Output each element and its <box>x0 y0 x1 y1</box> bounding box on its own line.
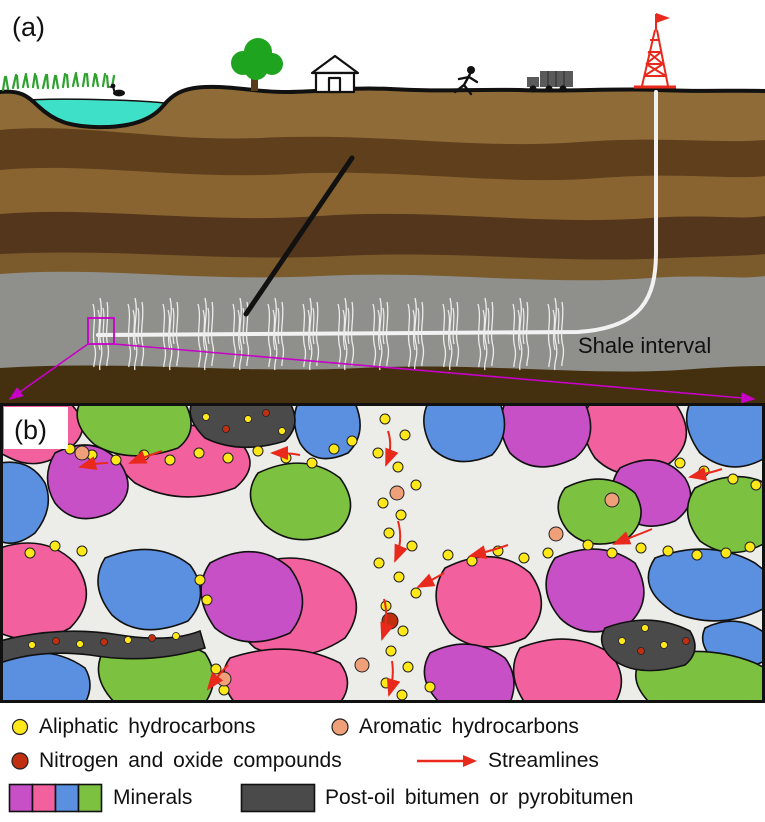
strata-layers <box>0 86 765 403</box>
truck-icon <box>527 71 573 93</box>
fault-line <box>243 155 355 317</box>
legend-item-streamlines: Streamlines <box>415 749 599 773</box>
panel-b-label: (b) <box>14 415 47 445</box>
streamline-arrows <box>78 430 723 697</box>
house-icon <box>310 54 360 94</box>
legend-item-nitrogen: Nitrogen and oxide compounds <box>10 749 342 773</box>
streamline-arrow-icon <box>417 755 477 767</box>
bitumen-label: Post-oil bitumen or pyrobitumen <box>325 786 634 809</box>
aliphatic-label: Aliphatic hydrocarbons <box>39 715 256 738</box>
aromatic-label: Aromatic hydrocarbons <box>359 715 579 738</box>
legend-item-aromatic: Aromatic hydrocarbons <box>330 715 579 739</box>
nitrogen-label: Nitrogen and oxide compounds <box>39 749 342 772</box>
aromatic-swatch-icon <box>331 718 349 736</box>
bitumen-swatch-icon <box>240 783 316 813</box>
panel-b-border <box>0 403 765 703</box>
streamlines-label: Streamlines <box>488 749 599 772</box>
legend-item-bitumen: Post-oil bitumen or pyrobitumen <box>240 783 633 813</box>
legend: Aliphatic hydrocarbons Aromatic hydrocar… <box>0 703 765 822</box>
aliphatic-swatch-icon <box>11 718 29 736</box>
shale-interval-label: Shale interval <box>578 333 711 358</box>
minerals-swatch-icon <box>8 783 103 813</box>
wellbore <box>96 90 658 337</box>
legend-item-aliphatic: Aliphatic hydrocarbons <box>10 715 255 739</box>
aliphatic-dots <box>24 413 762 701</box>
nitrogen-swatch-icon <box>11 752 29 770</box>
ground-surface <box>0 84 765 130</box>
panel-b-label-backing <box>4 407 68 449</box>
tree-icon <box>231 38 283 91</box>
minerals-label: Minerals <box>113 786 193 809</box>
legend-item-minerals: Minerals <box>8 783 192 813</box>
grass-icon <box>1 71 116 92</box>
drill-rig-icon <box>634 13 676 89</box>
runner-icon <box>453 66 479 96</box>
zoom-box <box>87 317 115 345</box>
panel-b-diagram: (b) <box>0 403 765 703</box>
panel-a-diagram: Shale interval (a) <box>0 12 765 403</box>
zoom-link-lines <box>8 343 756 403</box>
duck-icon <box>107 83 125 97</box>
panel-a-label: (a) <box>12 12 45 42</box>
rig-flag-icon <box>656 13 670 23</box>
